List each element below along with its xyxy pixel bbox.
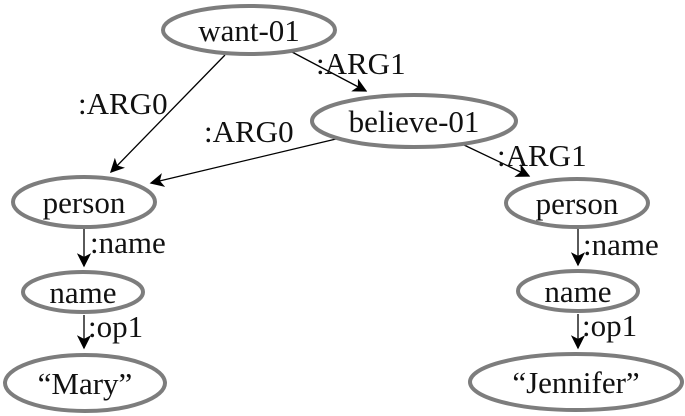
edge-believe-arg1-person-right	[463, 144, 531, 177]
node-name-right	[516, 269, 640, 313]
edge-believe-arg0-person-left	[149, 138, 337, 187]
edge-label-name-right: :name	[583, 227, 659, 262]
node-label-mary: “Mary”	[38, 366, 133, 401]
edge-want-arg1-believe	[291, 51, 368, 92]
node-jennifer	[468, 352, 684, 412]
edge-label-op1-left: :op1	[88, 309, 143, 344]
node-label-person-right: person	[536, 186, 619, 221]
edge-label-arg1-believe: :ARG1	[497, 138, 587, 173]
node-label-person-left: person	[43, 185, 126, 220]
edge-label-arg0-believe: :ARG0	[204, 114, 294, 149]
node-name-left	[21, 270, 145, 314]
edge-label-name-left: :name	[90, 225, 166, 260]
node-label-jennifer: “Jennifer”	[512, 365, 639, 400]
node-person-right	[504, 177, 650, 229]
node-label-name-left: name	[49, 275, 116, 310]
node-believe-01	[310, 93, 518, 149]
edge-want-arg0-person-left	[110, 54, 226, 174]
edge-label-arg1-want: :ARG1	[316, 46, 406, 81]
node-want-01	[161, 4, 337, 56]
edge-label-arg0-want: :ARG0	[78, 86, 168, 121]
node-person-left	[11, 175, 157, 229]
node-mary	[3, 353, 167, 413]
node-label-believe-01: believe-01	[349, 104, 480, 139]
node-label-name-right: name	[544, 274, 611, 309]
node-label-want-01: want-01	[198, 13, 300, 48]
edge-label-op1-right: :op1	[582, 308, 637, 343]
